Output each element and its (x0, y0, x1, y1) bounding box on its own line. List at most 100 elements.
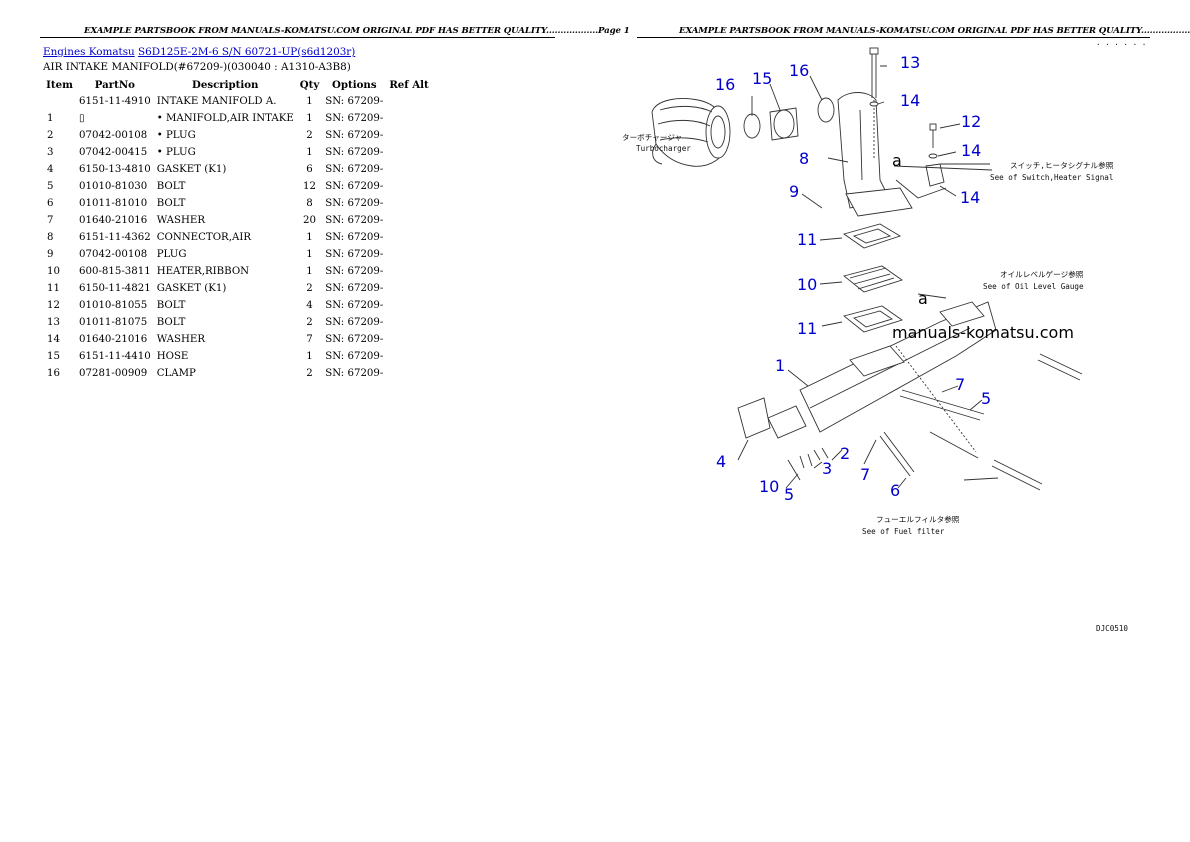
cell-partno: 6151-11-4362 (79, 232, 151, 243)
column-header-ref-alt: Ref Alt (389, 79, 429, 91)
cell-qty: 8 (306, 198, 313, 209)
column-header-options: Options (332, 79, 377, 91)
callout-3: 3 (822, 459, 832, 478)
bolt-5-upper (899, 389, 985, 421)
cell-ref-alt (386, 297, 431, 314)
cell-qty: 1 (306, 147, 313, 158)
cell-description: HOSE (156, 351, 189, 362)
bolt-6 (879, 431, 915, 477)
gasket-11-upper (842, 223, 902, 249)
cell-qty: 1 (306, 96, 313, 107)
cell-options: SN: 67209- (325, 317, 384, 328)
cell-options: SN: 67209- (325, 334, 384, 345)
cell-item: 10 (47, 266, 60, 277)
gasket-4 (737, 397, 771, 439)
fuel-filter-note-jp: フューエルフィルタ参照 (876, 514, 960, 524)
callout-14-bottom: 14 (960, 188, 980, 207)
callout-5-upper: 5 (981, 389, 991, 408)
parts-table: Item PartNo Description Qty Options Ref … (43, 77, 432, 382)
switch-note-jp: スイッチ,ヒータシグナル参照 (1010, 160, 1114, 170)
cell-options: SN: 67209- (325, 283, 384, 294)
turbocharger-drawing (651, 98, 731, 167)
callout-8: 8 (799, 149, 809, 168)
cell-item (43, 93, 76, 110)
callout-1: 1 (775, 356, 785, 375)
bolt-12 (929, 123, 937, 131)
cell-description: CONNECTOR,AIR (156, 232, 252, 243)
cell-partno: 6150-13-4810 (79, 164, 151, 175)
bolt-5-lower (787, 459, 801, 481)
cell-options: SN: 67209- (325, 198, 384, 209)
cell-partno: 01640-21016 (79, 215, 148, 226)
column-header-item: Item (46, 79, 73, 91)
cell-qty: 1 (306, 266, 313, 277)
cell-item: 9 (47, 249, 54, 260)
cell-partno: 07042-00108 (79, 249, 148, 260)
callout-9: 9 (789, 182, 799, 201)
cell-qty: 2 (306, 317, 313, 328)
cell-options: SN: 67209- (325, 215, 384, 226)
cell-ref-alt (386, 280, 431, 297)
cell-item: 13 (47, 317, 60, 328)
cell-partno: 600-815-3811 (79, 266, 151, 277)
fuel-filter-note-en: See of Fuel filter (862, 527, 945, 536)
cell-qty: 1 (306, 232, 313, 243)
cell-item: 3 (47, 147, 54, 158)
cell-options: SN: 67209- (325, 300, 384, 311)
cell-options: SN: 67209- (325, 147, 384, 158)
cell-options: SN: 67209- (325, 164, 384, 175)
cell-ref-alt (386, 331, 431, 348)
cell-qty: 4 (306, 300, 313, 311)
page-1-header-rule (40, 37, 555, 38)
page-title: AIR INTAKE MANIFOLD(#67209-)(030040 : A1… (43, 61, 351, 73)
cell-partno: 07042-00108 (79, 130, 148, 141)
cell-item: 6 (47, 198, 54, 209)
parts-diagram: ターボチャージャ Turbocharger 13 14 16 (622, 40, 1146, 633)
callout-6: 6 (890, 481, 900, 500)
cell-partno: 01010-81030 (79, 181, 148, 192)
cell-ref-alt (386, 246, 431, 263)
column-header-partno: PartNo (94, 79, 135, 91)
cell-description: • MANIFOLD,AIR INTAKE (156, 113, 294, 124)
breadcrumb-link-engines[interactable]: Engines Komatsu (43, 46, 135, 58)
bolt-13 (869, 47, 879, 55)
plug-2 (813, 447, 829, 461)
callout-12: 12 (961, 112, 981, 131)
cell-description: GASKET (K1) (156, 164, 227, 175)
cell-qty: 2 (306, 368, 313, 379)
cell-partno: 6151-11-4410 (79, 351, 151, 362)
cell-options: SN: 67209- (325, 130, 384, 141)
clamp-16-left (743, 113, 761, 139)
cell-item: 8 (47, 232, 54, 243)
cell-partno: 01640-21016 (79, 334, 148, 345)
cell-item: 14 (47, 334, 60, 345)
cell-item: 12 (47, 300, 60, 311)
cell-options: SN: 67209- (325, 113, 384, 124)
cell-options: SN: 67209- (325, 96, 384, 107)
corner-code: · · · · · · (1096, 40, 1146, 49)
cell-options: SN: 67209- (325, 266, 384, 277)
washer-14-mid (928, 153, 938, 159)
turbocharger-note-jp: ターボチャージャ (622, 133, 682, 142)
cell-ref-alt (386, 263, 431, 280)
oil-gauge-note-jp: オイルレベルゲージ参照 (1000, 269, 1084, 279)
breadcrumb-link-model[interactable]: S6D125E-2M-6 S/N 60721-UP(s6d1203r) (138, 46, 356, 58)
callout-11-lower: 11 (797, 319, 817, 338)
cell-description: WASHER (156, 215, 205, 226)
page-2-header-rule (637, 37, 1150, 38)
intake-manifold-1 (799, 301, 997, 433)
page-2-header: EXAMPLE PARTSBOOK FROM MANUALS-KOMATSU.C… (679, 26, 1190, 36)
callout-2: 2 (840, 444, 850, 463)
bracket (895, 179, 947, 199)
cell-partno: 01011-81010 (79, 198, 148, 209)
cell-description: PLUG (156, 249, 187, 260)
watermark: manuals-komatsu.com (892, 323, 1074, 342)
